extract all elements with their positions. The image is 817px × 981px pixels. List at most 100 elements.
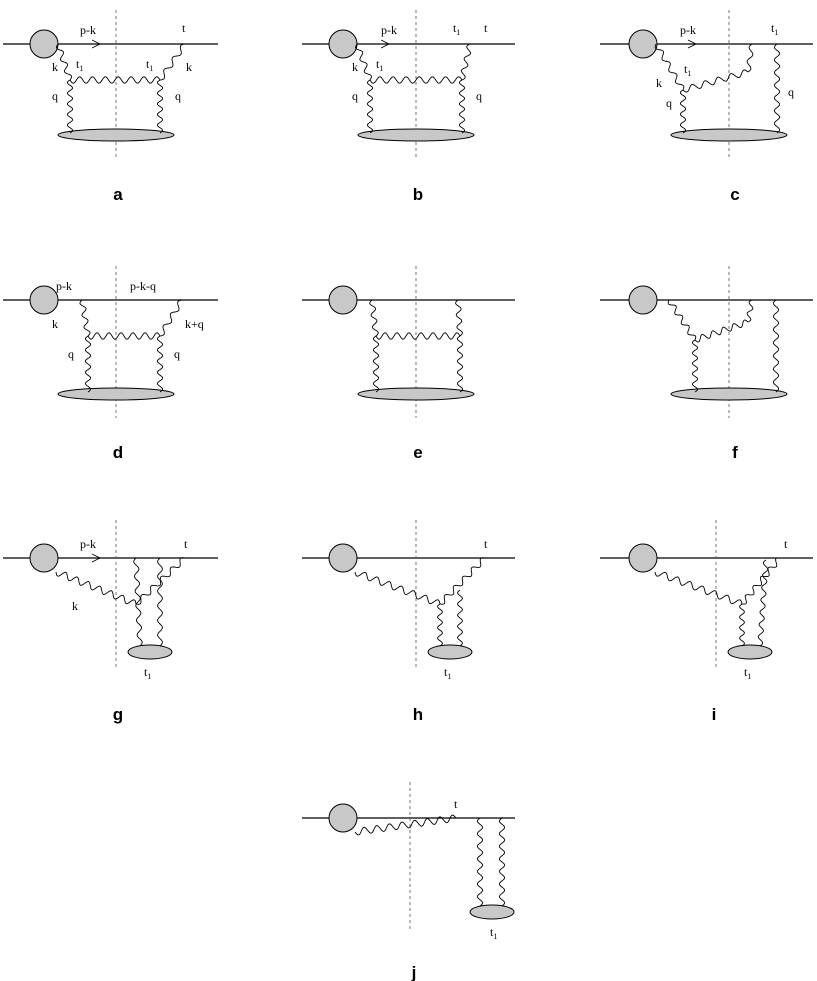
gluon-q-left: [679, 89, 687, 134]
target-blob: [127, 644, 173, 660]
label-k: k: [52, 317, 58, 331]
label-q-left: q: [68, 347, 74, 361]
label-t: t: [182, 21, 186, 35]
gluon-q-right: [156, 335, 164, 393]
target-blob: [670, 128, 788, 142]
label-t1: t1: [744, 665, 751, 681]
gluon-q-right: [458, 79, 466, 134]
label-t1-left: t1: [684, 62, 691, 78]
label-k-plus-q: k+q: [185, 317, 204, 331]
diagram-c: p-k t1 k t1 q q c: [600, 10, 813, 204]
label-t1: t1: [490, 925, 497, 941]
gluon-k: [355, 43, 372, 81]
diagram-j: t t1 j: [302, 782, 515, 981]
target-blob: [727, 644, 773, 660]
source-blob: [29, 29, 59, 59]
label-p-k: p-k: [80, 23, 96, 37]
gluon-q-left: [372, 335, 380, 393]
diagram-d: p-k p-k-q k k+q q q d: [3, 266, 218, 462]
diagram-i: t t1 i: [600, 520, 813, 724]
source-blob: [628, 543, 658, 573]
gluon-q-left: [366, 79, 374, 134]
diagram-e: e: [302, 266, 515, 462]
label-k-right: k: [186, 60, 192, 74]
label-p-k: p-k: [680, 23, 696, 37]
label-t1: t1: [771, 21, 778, 37]
gluon-q-left: [739, 603, 745, 647]
caption-c: c: [730, 185, 739, 204]
gluon-rung: [375, 332, 461, 340]
caption-e: e: [413, 443, 422, 462]
gluon-t: [439, 557, 486, 605]
caption-i: i: [712, 705, 717, 724]
source-blob: [328, 285, 358, 315]
label-t: t: [484, 21, 488, 35]
gluon-right: [455, 299, 463, 337]
gluon-q-right: [456, 335, 464, 393]
gluon-lower: [354, 571, 441, 605]
source-blob: [328, 803, 358, 833]
label-t: t: [784, 537, 788, 551]
caption-f: f: [732, 443, 738, 462]
gluon-k: [79, 299, 91, 337]
source-blob: [628, 29, 658, 59]
gluon-q-right: [772, 299, 780, 393]
gluon-q-right: [773, 43, 781, 134]
label-q-right: q: [174, 347, 180, 361]
label-p-k: p-k: [381, 23, 397, 37]
gluon-rung: [87, 332, 161, 340]
target-blob: [427, 644, 473, 660]
gluon-q-right: [498, 817, 506, 907]
label-p-k: p-k: [80, 537, 96, 551]
gluon-q-right: [156, 79, 164, 134]
label-t1-left: t1: [376, 57, 383, 73]
gluon-q-left: [84, 335, 92, 393]
diagram-h: t t1 h: [302, 520, 515, 724]
label-k: k: [352, 60, 358, 74]
gluon-rung: [69, 76, 161, 84]
arrow-icon: [687, 39, 698, 49]
source-blob: [29, 543, 59, 573]
label-k: k: [72, 599, 78, 613]
gluon-rung: [682, 69, 749, 93]
gluon-q-left: [476, 817, 484, 907]
label-k: k: [52, 60, 58, 74]
gluon-right: [746, 299, 754, 323]
arrow-icon: [91, 553, 102, 563]
label-q-right: q: [476, 89, 482, 103]
label-t1: t1: [444, 665, 451, 681]
diagram-f: f: [600, 266, 813, 462]
caption-g: g: [113, 705, 123, 724]
label-q-right: q: [175, 89, 181, 103]
label-t: t: [184, 537, 188, 551]
arrow-icon: [91, 39, 102, 49]
gluon-q-right: [457, 589, 463, 647]
gluon-k-right: [159, 43, 186, 81]
target-blob: [670, 387, 788, 401]
label-q-right: q: [788, 85, 794, 99]
source-blob: [29, 285, 59, 315]
source-blob: [328, 29, 358, 59]
label-k: k: [656, 76, 662, 90]
target-blob: [57, 128, 175, 142]
target-blob: [357, 128, 475, 142]
gluon-q-right: [757, 559, 769, 647]
label-t1-left: t1: [76, 57, 83, 73]
gluon-q-left: [691, 339, 699, 393]
diagram-g: p-k t k t1 g: [3, 520, 218, 724]
diagram-a: p-k t k t1 t1 k q q a: [3, 10, 218, 204]
gluon-k: [55, 571, 137, 605]
label-t1-right: t1: [146, 57, 153, 73]
target-blob: [469, 904, 515, 920]
caption-a: a: [113, 185, 123, 204]
label-q-left: q: [666, 96, 672, 110]
gluon-q-left: [66, 79, 74, 134]
gluon-q-left: [437, 603, 443, 647]
gluon-lower: [654, 571, 743, 605]
label-p-k-q: p-k-q: [130, 279, 156, 293]
caption-h: h: [413, 705, 423, 724]
gluon-k-left: [56, 43, 72, 81]
gluon-k-plus-q: [159, 299, 183, 337]
target-blob: [357, 387, 475, 401]
caption-d: d: [113, 443, 123, 462]
